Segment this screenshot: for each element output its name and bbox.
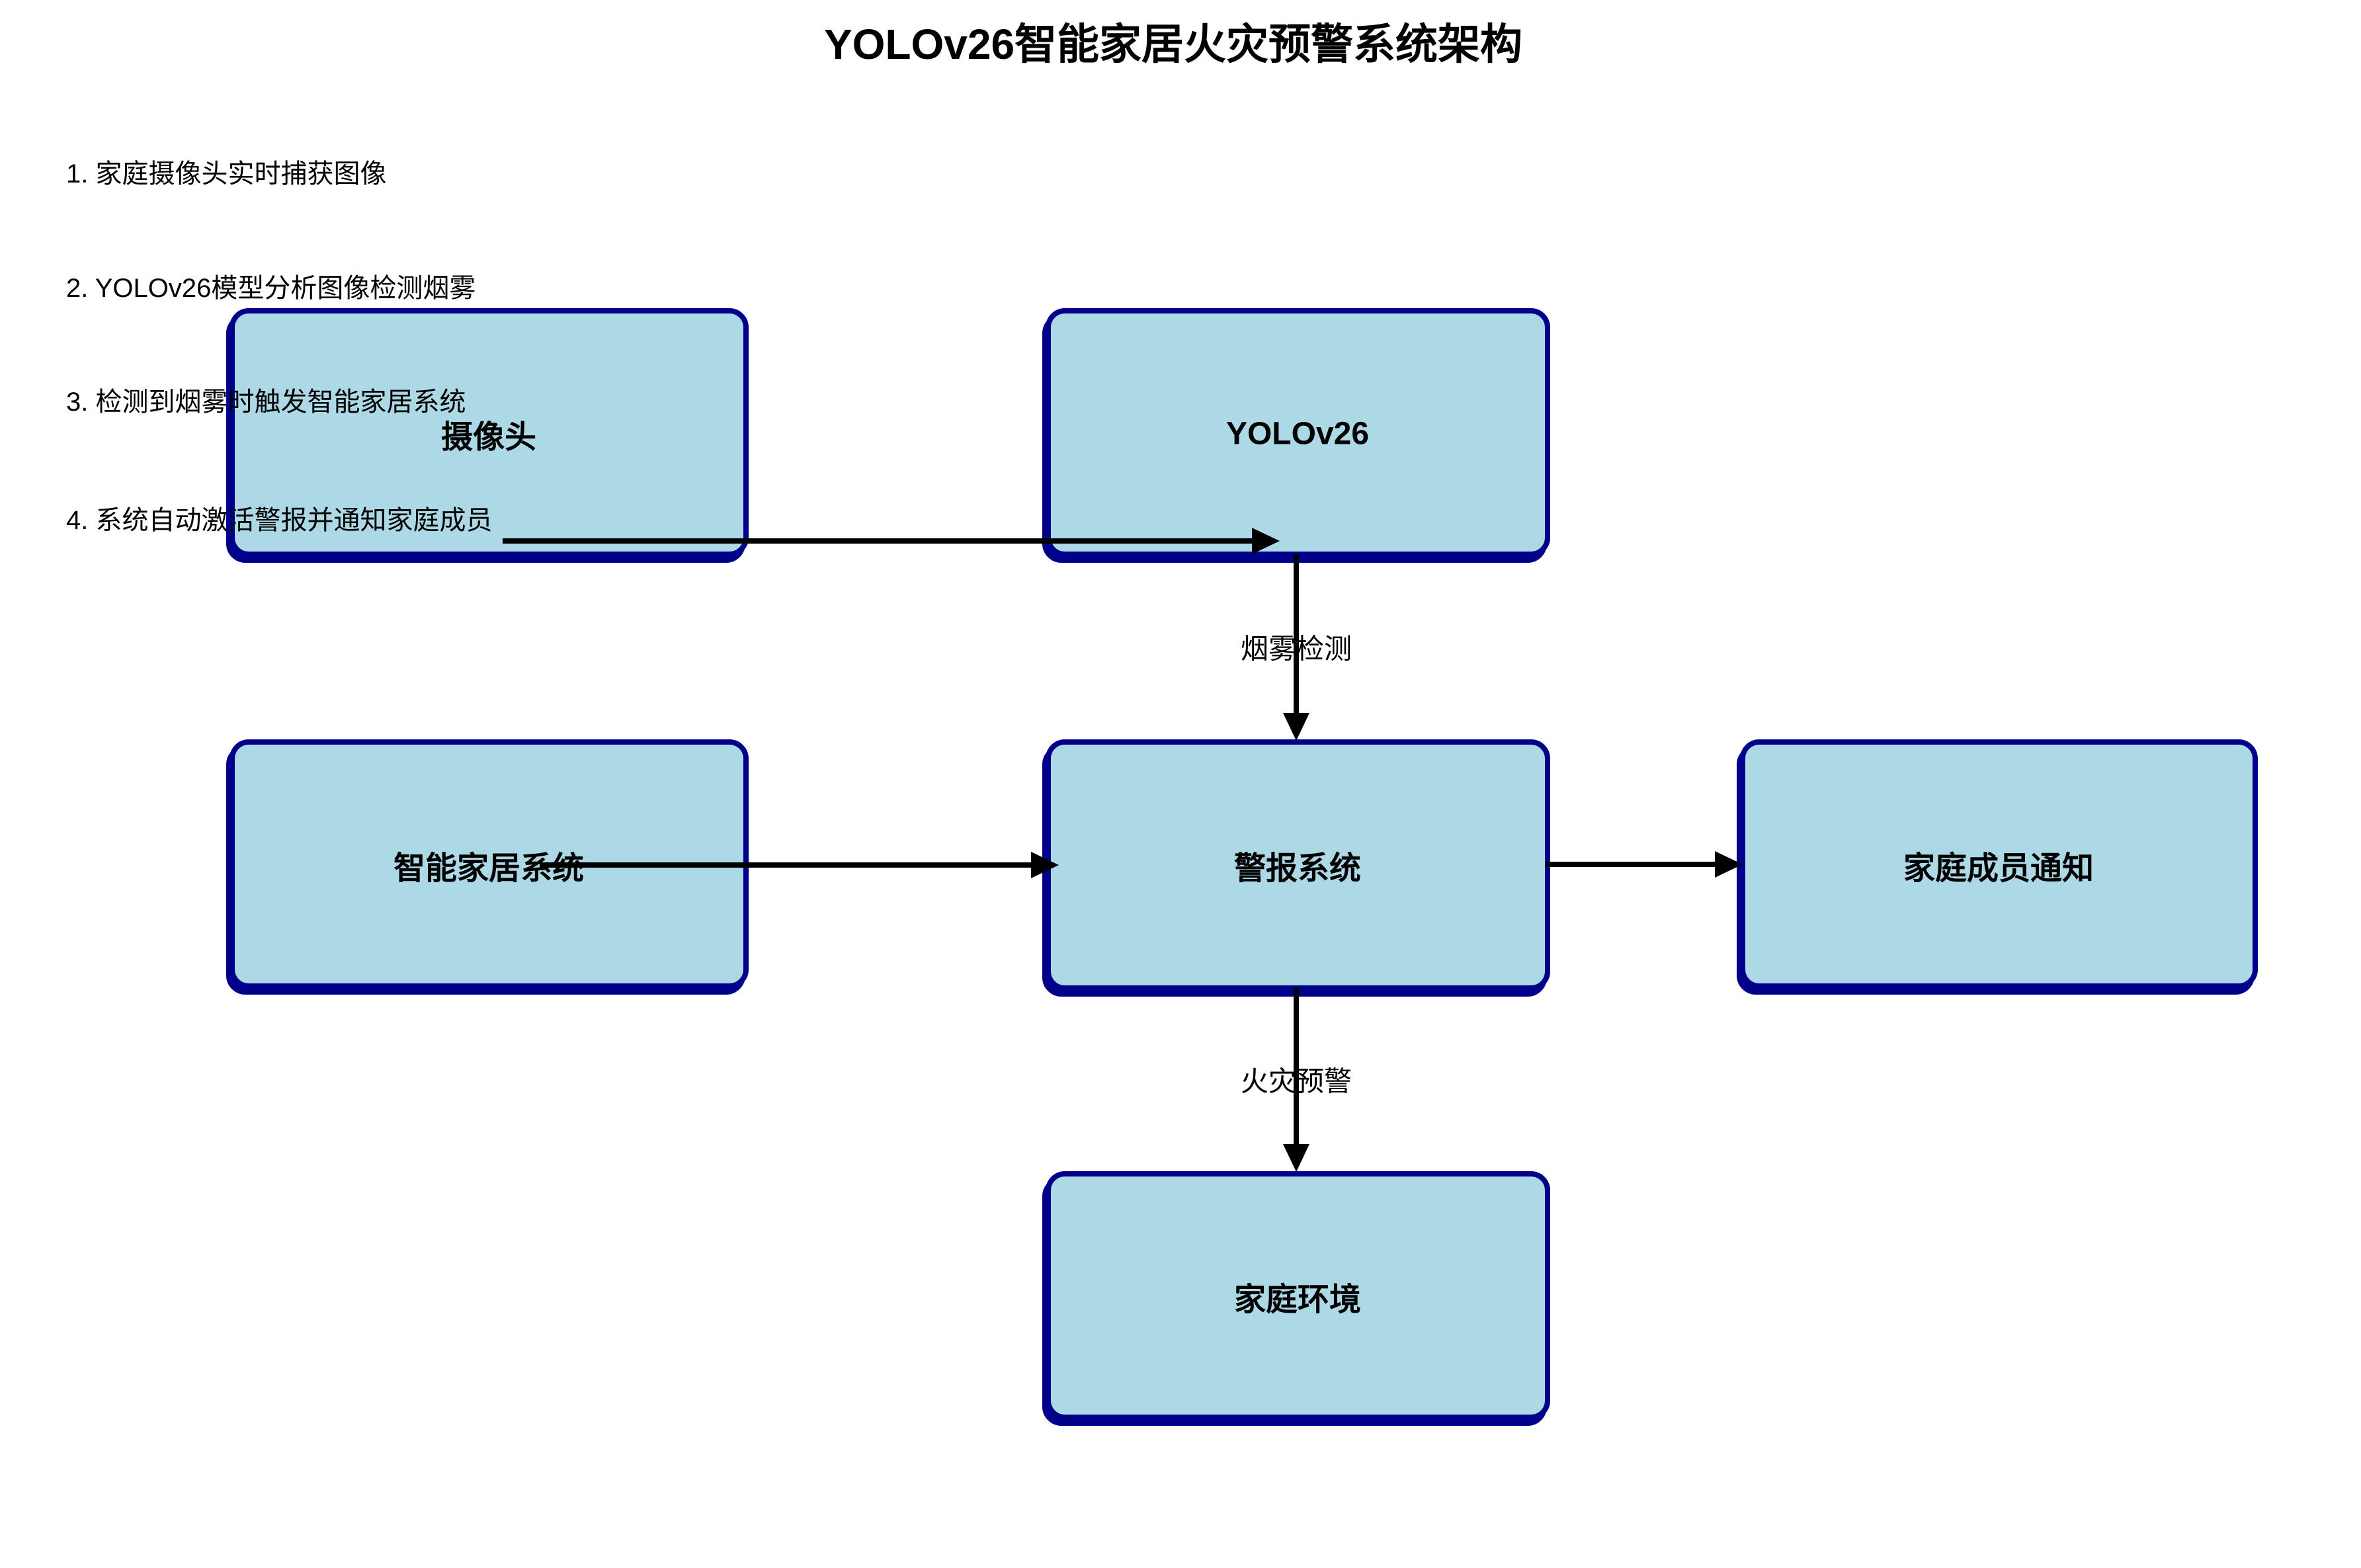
node-smart-home-label: 智能家居系统: [393, 851, 585, 886]
node-home-env-label: 家庭环境: [1233, 1282, 1362, 1317]
node-home-env-box: [1046, 1171, 1550, 1420]
edge-camera-to-yolo-arrowhead: [1252, 528, 1280, 554]
edge-alarm-to-notify-arrowhead: [1715, 851, 1743, 878]
node-boxes: [229, 308, 2258, 1420]
node-alarm-label: 警报系统: [1233, 851, 1362, 886]
step-item-3: 3. 检测到烟雾时触发智能家居系统: [66, 388, 466, 417]
step-item-4: 4. 系统自动激活警报并通知家庭成员: [66, 506, 493, 535]
node-yolo-label: YOLOv26: [1225, 416, 1370, 452]
node-camera-label: 摄像头: [440, 420, 537, 455]
node-notify-label: 家庭成员通知: [1903, 851, 2094, 886]
node-notify-box: [1740, 739, 2258, 989]
node-camera-box: [229, 308, 749, 557]
edge-label-fire-warning: 火灾预警: [1240, 1065, 1352, 1097]
step-item-1: 1. 家庭摄像头实时捕获图像: [66, 159, 387, 188]
edge-yolo-to-alarm-arrowhead: [1283, 713, 1309, 741]
edge-smart-home-to-alarm-arrowhead: [1031, 852, 1059, 878]
page-title: YOLOv26智能家居火灾预警系统架构: [823, 21, 1523, 68]
edge-alarm-to-home-env-arrowhead: [1283, 1144, 1309, 1172]
step-item-2: 2. YOLOv26模型分析图像检测烟雾: [66, 274, 476, 303]
edge-label-smoke-detection: 烟雾检测: [1240, 633, 1352, 665]
edges: [503, 528, 1743, 1172]
